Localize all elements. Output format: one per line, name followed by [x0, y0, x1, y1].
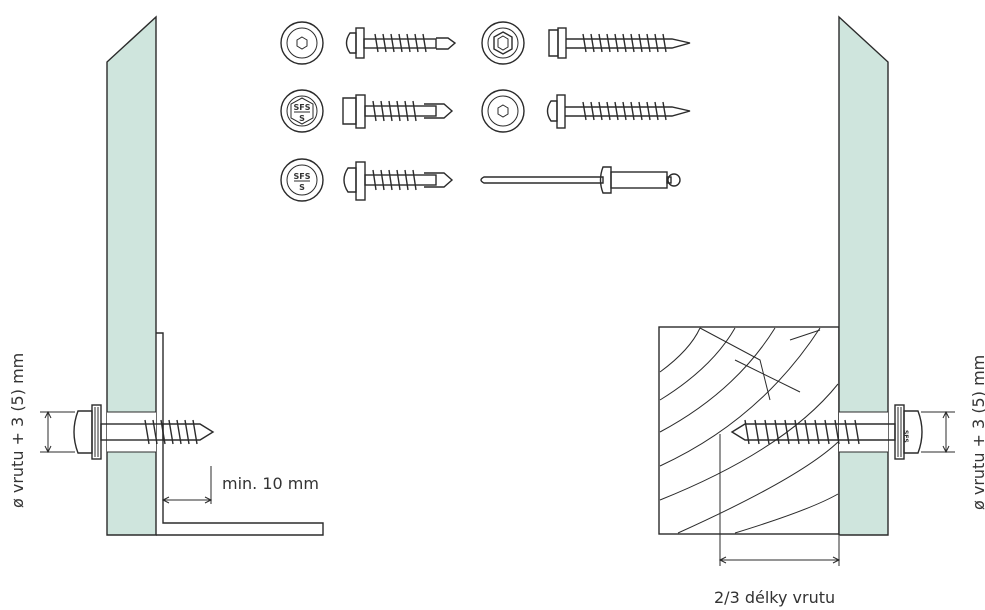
fastener-2	[481, 21, 691, 65]
fastener-5: SFS S	[280, 158, 454, 202]
hex-head-icon	[481, 21, 525, 65]
timber-block	[658, 326, 840, 535]
left-assembly: ø vrutu + 3 (5) mm min. 10 mm	[8, 15, 324, 536]
sfs-logo-icon	[280, 89, 324, 133]
svg-text:SFS: SFS	[294, 172, 311, 181]
right-screw: SFS	[730, 404, 923, 460]
svg-text:SFS: SFS	[902, 430, 909, 443]
torx-head-icon-2	[481, 89, 525, 133]
left-dimension-label: ø vrutu + 3 (5) mm	[8, 353, 27, 508]
min-distance-label: min. 10 mm	[222, 474, 319, 493]
min-distance-dimension	[161, 466, 213, 504]
fastener-4	[481, 89, 691, 133]
left-panel	[106, 15, 157, 536]
blind-rivet	[480, 166, 681, 194]
screw-length-label: 2/3 délky vrutu	[714, 588, 835, 607]
wood-grain	[659, 327, 839, 534]
svg-text:S: S	[299, 183, 305, 192]
torx-head-icon	[280, 21, 324, 65]
right-dimension-label: ø vrutu + 3 (5) mm	[969, 355, 985, 510]
svg-text:SFS: SFS	[294, 103, 311, 112]
fastener-1	[280, 21, 457, 65]
right-hole-dimension	[921, 410, 955, 454]
left-screw	[73, 404, 215, 460]
screw-length-dimension	[718, 434, 841, 566]
sfs-logo-icon-2	[280, 158, 324, 202]
steel-angle	[156, 332, 324, 536]
right-panel	[838, 15, 889, 536]
right-assembly: SFS ø vrutu + 3 (5) mm 2/3 délky vrutu	[658, 15, 985, 607]
fastener-3: SFS S	[280, 89, 454, 133]
fastener-catalog: SFS S SFS S	[280, 21, 691, 202]
left-hole-dimension	[40, 410, 75, 454]
svg-text:S: S	[299, 114, 305, 123]
